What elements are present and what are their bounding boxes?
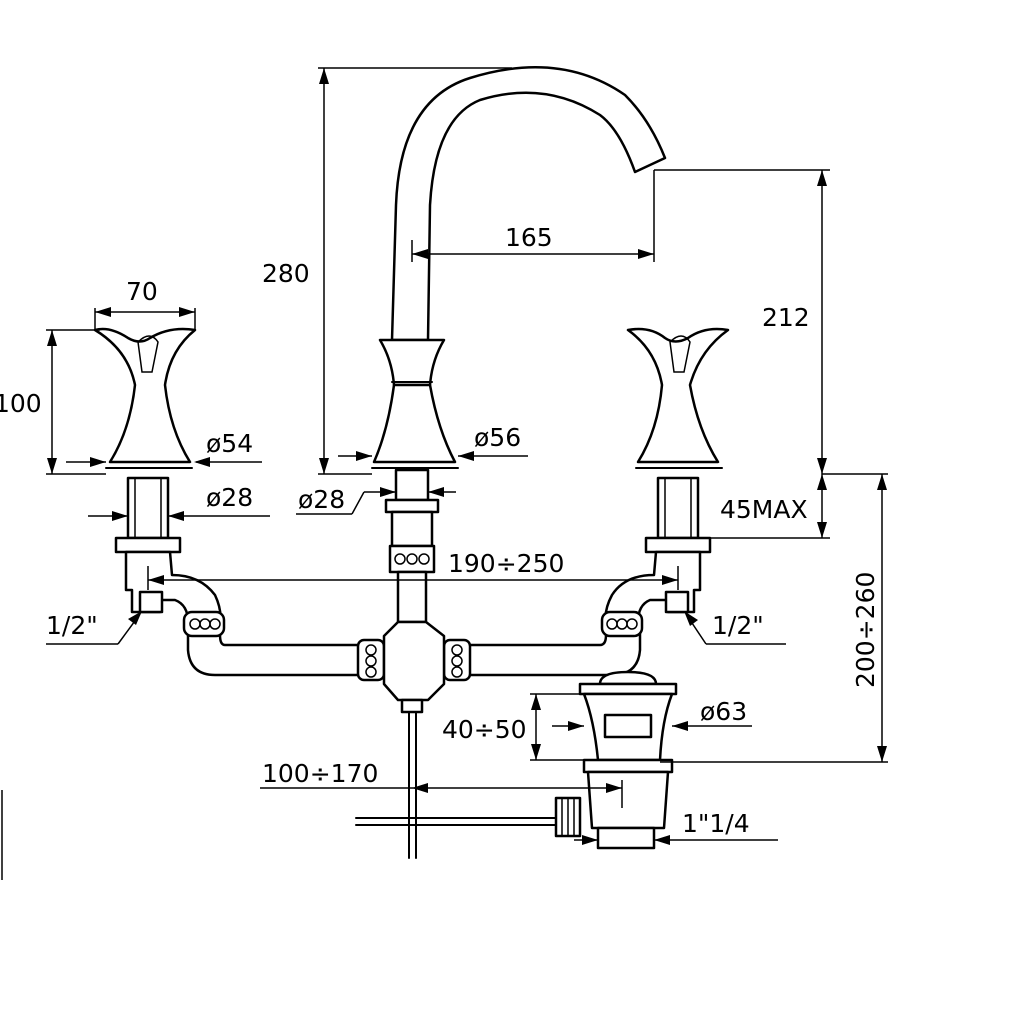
dimension-212: 212 [654, 169, 830, 474]
drain-dia-label: ø63 [700, 697, 747, 726]
center-shank-dia-label: ø28 [298, 485, 345, 514]
dimension-45max: 45MAX [710, 474, 830, 539]
dimension-70: 70 [94, 277, 196, 330]
dimension-o28-center: ø28 [296, 485, 456, 515]
dimension-190-250: 190÷250 [147, 549, 679, 590]
dimension-200-260: 200÷260 [660, 473, 888, 763]
dimension-1-1-4: 1"1/4 [574, 809, 778, 845]
left-inlet-label: 1/2" [46, 611, 98, 640]
dimension-o56: ø56 [338, 423, 528, 461]
handle-base-dia-label: ø54 [206, 429, 253, 458]
handle-width-label: 70 [126, 277, 158, 306]
connection-pipes [182, 610, 644, 859]
dimension-1-2-left: 1/2" [46, 611, 142, 645]
left-shank-dia-label: ø28 [206, 483, 253, 512]
rod-length-label: 100÷170 [262, 759, 378, 788]
height-total-label: 280 [262, 259, 310, 288]
body-depth-label: 200÷260 [851, 572, 880, 688]
spout-base-dia-label: ø56 [474, 423, 521, 452]
dimension-o28-left: ø28 [88, 483, 270, 521]
right-handle [604, 327, 730, 624]
dimension-40-50: 40÷50 [442, 693, 584, 761]
dimension-o54: ø54 [66, 429, 262, 467]
spout-reach-label: 165 [505, 223, 553, 252]
dimension-165: 165 [411, 170, 655, 262]
left-handle [93, 327, 222, 624]
dimension-o63: ø63 [552, 697, 752, 731]
dimension-100: 100 [0, 329, 106, 475]
handle-spacing-label: 190÷250 [448, 549, 564, 578]
dimension-1-2-right: 1/2" [684, 611, 786, 645]
dimension-100-170: 100÷170 [260, 759, 623, 808]
right-inlet-label: 1/2" [712, 611, 764, 640]
deck-thickness-label: 45MAX [720, 495, 808, 524]
drain-height-label: 40÷50 [442, 715, 527, 744]
handle-height-label: 100 [0, 389, 42, 418]
drain-thread-label: 1"1/4 [682, 809, 750, 838]
spout-height-label: 212 [762, 303, 810, 332]
spout [371, 66, 667, 624]
dimension-280: 280 [262, 67, 512, 475]
